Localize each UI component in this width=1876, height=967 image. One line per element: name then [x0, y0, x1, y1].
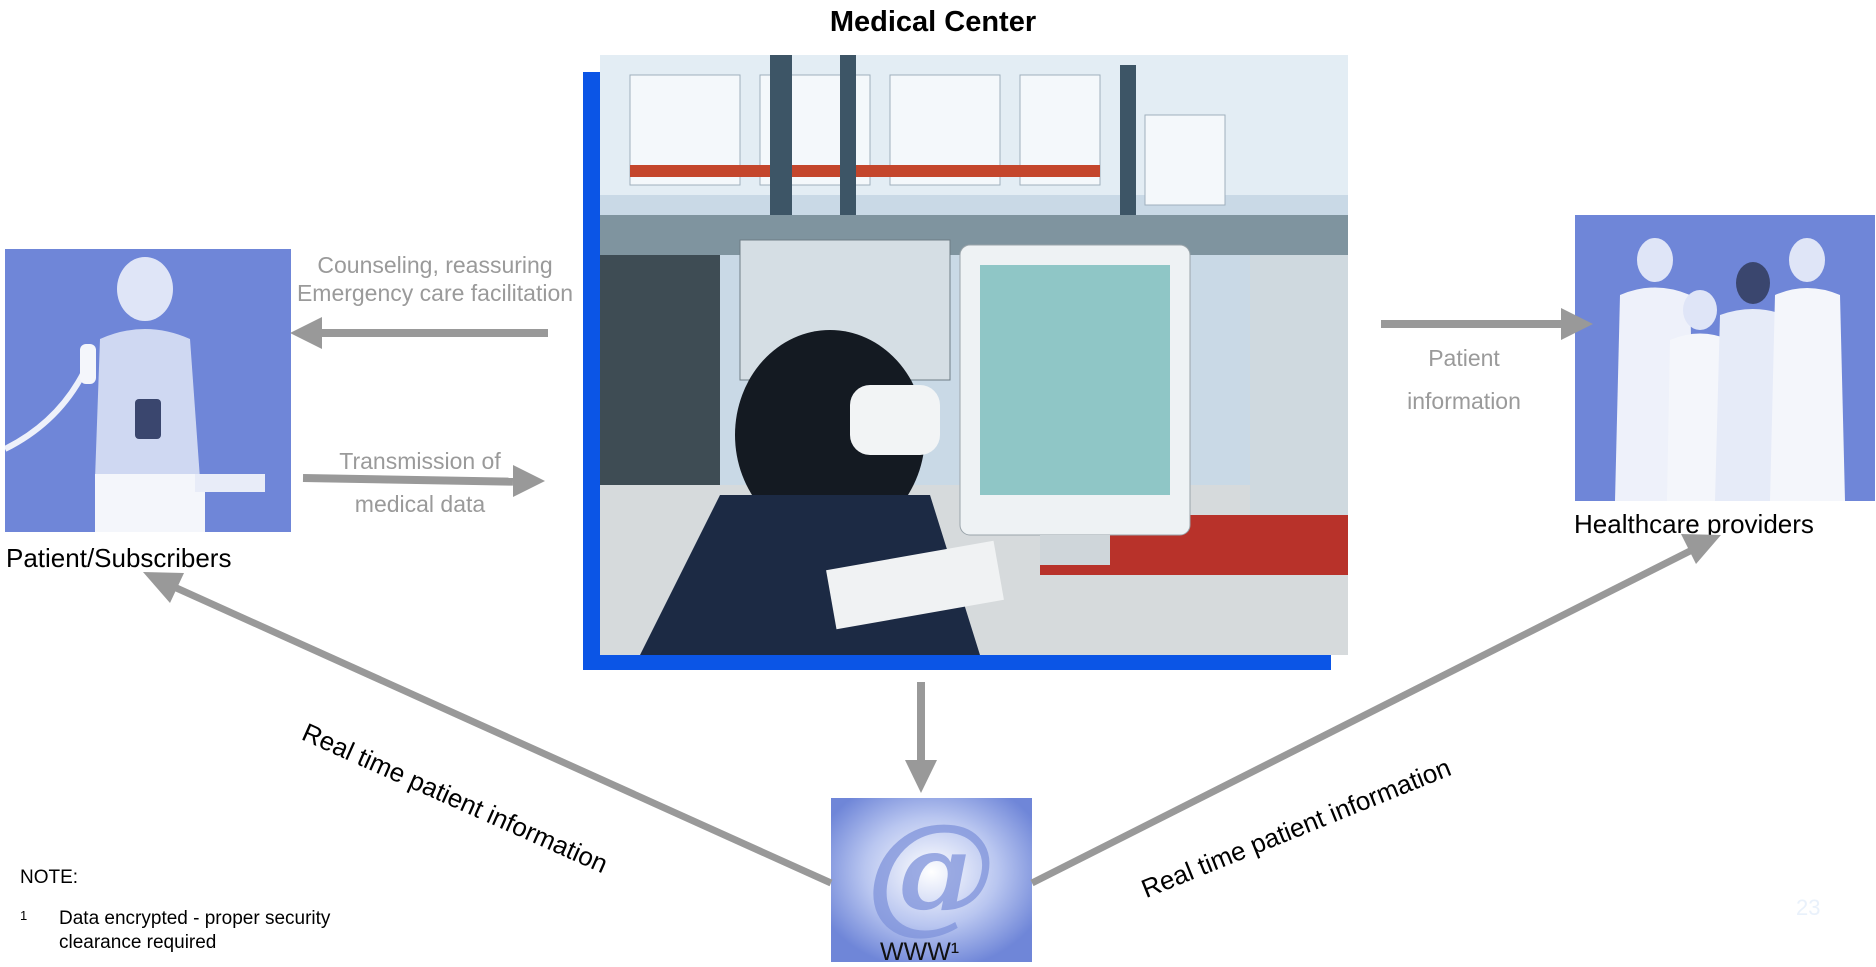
- footnote-mark: 1: [20, 908, 28, 923]
- providers-image: [1575, 215, 1875, 501]
- providers-label: Healthcare providers: [1574, 509, 1814, 539]
- arrow-patient-to-center: [302, 474, 514, 486]
- arrowhead-to-www: [905, 760, 937, 793]
- edge-label-to-center-line2: medical data: [354, 491, 486, 517]
- www-label: WWW¹: [880, 938, 960, 966]
- edge-label-to-center: Transmission of medical data: [300, 440, 540, 526]
- arrow-www-to-providers: [1030, 546, 1694, 887]
- arrow-center-to-patient: [318, 329, 548, 337]
- patient-label: Patient/Subscribers: [6, 543, 232, 573]
- at-sign-icon: @: [831, 798, 1032, 962]
- edge-label-to-providers: Patient information: [1384, 337, 1544, 423]
- edge-label-to-patient-line1: Counseling, reassuring: [317, 252, 553, 278]
- edge-label-to-patient: Counseling, reassuring Emergency care fa…: [292, 251, 578, 307]
- arrowhead-www-to-providers: [1681, 534, 1721, 564]
- note-heading: NOTE:: [20, 867, 79, 888]
- svg-text:@: @: [866, 798, 996, 947]
- arrow-center-to-www: [917, 682, 925, 762]
- arrowhead-to-center: [513, 465, 545, 497]
- call-center-illustration: [600, 55, 1348, 655]
- patient-image: [5, 249, 291, 532]
- footnote-text: Data encrypted - proper security clearan…: [59, 908, 331, 953]
- providers-illustration: [1575, 215, 1875, 501]
- page-number: 23: [1796, 895, 1821, 920]
- arrowhead-to-providers: [1561, 308, 1593, 340]
- edge-label-to-providers-line1: Patient: [1428, 345, 1500, 371]
- diagram-title: Medical Center: [829, 6, 1037, 38]
- edge-label-to-providers-line2: information: [1407, 388, 1521, 414]
- www-image: @: [831, 798, 1032, 962]
- arrowhead-to-patient: [290, 317, 322, 349]
- edge-label-to-center-line1: Transmission of: [339, 448, 501, 474]
- arrow-center-to-providers: [1381, 320, 1561, 328]
- medical-center-image: [600, 55, 1348, 655]
- arrow-www-to-patient: [170, 582, 833, 887]
- arrowhead-www-to-patient: [143, 572, 184, 603]
- patient-illustration: [5, 249, 291, 532]
- edge-label-to-patient-line2: Emergency care facilitation: [296, 280, 574, 306]
